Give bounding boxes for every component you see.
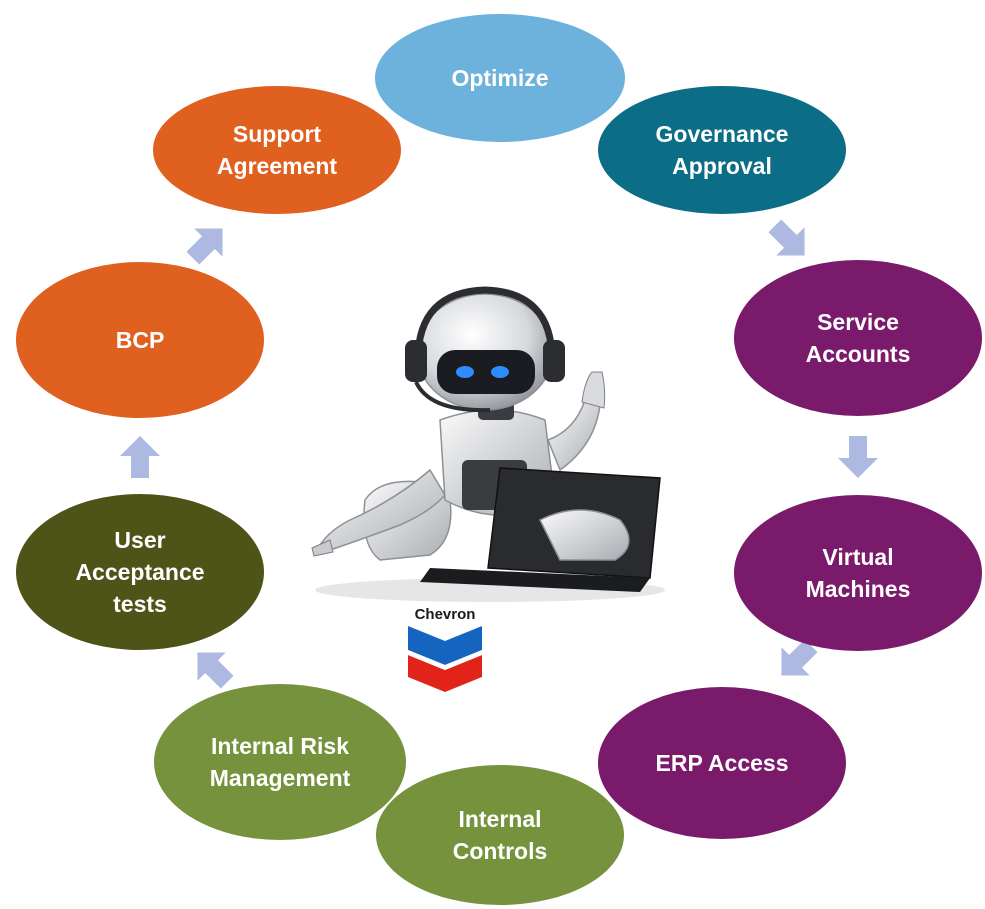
node-support-agreement-label: Agreement (217, 153, 337, 179)
node-user-acceptance-tests-label: Acceptance (75, 559, 204, 585)
node-governance-approval-label: Approval (672, 153, 772, 179)
node-bcp-shape (16, 262, 264, 418)
node-optimize: Optimize (375, 14, 625, 142)
node-optimize-label: Optimize (451, 65, 548, 91)
node-internal-risk-management-label: Internal Risk (211, 733, 349, 759)
chevron-logo: Chevron (408, 606, 482, 692)
flow-arrow-icon (781, 639, 818, 676)
flow-arrows (120, 219, 878, 689)
flow-arrow-icon (768, 219, 805, 256)
node-internal-risk-management-label: Management (210, 765, 351, 791)
node-governance-approval-shape (598, 86, 846, 214)
node-erp-access-shape (598, 687, 846, 839)
node-service-accounts-shape (734, 260, 982, 416)
flow-arrow-icon (120, 436, 160, 478)
node-internal-controls-label: Internal (458, 806, 541, 832)
flow-arrow-icon (186, 228, 223, 265)
node-service-accounts-label: Accounts (806, 341, 911, 367)
node-user-acceptance-tests-label: User (114, 527, 165, 553)
node-internal-controls-shape (376, 765, 624, 905)
node-optimize-shape (375, 14, 625, 142)
node-bcp-label: BCP (116, 327, 165, 353)
node-erp-access: ERP Access (598, 687, 846, 839)
node-service-accounts-label: Service (817, 309, 899, 335)
node-virtual-machines-shape (734, 495, 982, 651)
flow-arrow-icon (197, 652, 234, 689)
node-support-agreement-shape (153, 86, 401, 214)
node-virtual-machines-label: Machines (806, 576, 911, 602)
cycle-nodes: OptimizeGovernanceApprovalServiceAccount… (16, 14, 982, 905)
node-internal-risk-management-shape (154, 684, 406, 840)
chevron-logo-icon (408, 626, 482, 692)
node-bcp: BCP (16, 262, 264, 418)
node-internal-controls-label: Controls (453, 838, 548, 864)
node-virtual-machines-label: Virtual (822, 544, 893, 570)
chevron-logo-text: Chevron (415, 606, 476, 623)
node-user-acceptance-tests-label: tests (113, 591, 167, 617)
node-erp-access-label: ERP Access (656, 750, 789, 776)
node-support-agreement-label: Support (233, 121, 321, 147)
flow-arrow-icon (838, 436, 878, 478)
robot-with-laptop-icon (311, 286, 665, 602)
node-user-acceptance-tests-shape (16, 494, 264, 650)
node-governance-approval-label: Governance (656, 121, 789, 147)
